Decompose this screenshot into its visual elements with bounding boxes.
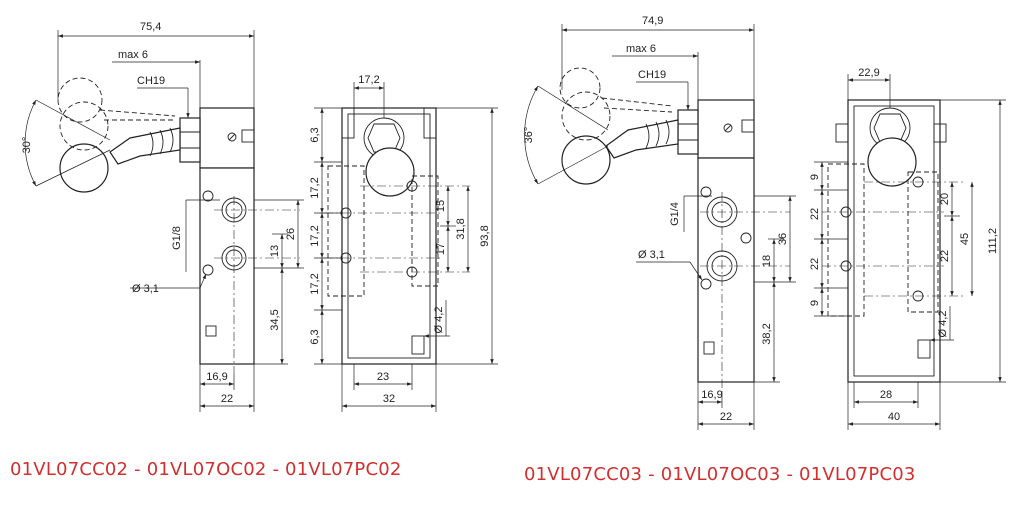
dim-front-inner-width: 23 [377,371,389,383]
dim-pitch-a-03: 22 [809,208,821,220]
dim-pitch-a: 17,2 [309,225,321,246]
caption-valve-03: 01VL07CC03 - 01VL07OC03 - 01VL07PC03 [524,464,916,485]
dim-right-17: 17 [435,243,447,255]
dim-overall-width-03: 74,9 [642,15,663,27]
valve-03-knob-travel [561,91,611,141]
dim-mount-hole: Ø 3,1 [132,283,159,295]
valve-03-nut [677,109,699,155]
dim-angle: 30° [21,137,33,154]
dim-pitch-a-upper: 17,2 [309,177,321,198]
valve-02-side-view: 75,4 max 6 CH19 30° G1/8 Ø 3,1 26 13 34,… [21,21,304,412]
dim-front-top-width: 17,2 [358,74,379,86]
dim-edge-bottom: 6,3 [309,329,321,344]
dim-mount-hole-03: Ø 3,1 [638,249,665,261]
dim-right-22: 22 [939,250,951,262]
dim-overall-height-03: 111,2 [987,228,999,254]
dim-bottom-height: 34,5 [269,309,281,330]
dim-pitch-b: 17,2 [309,273,321,294]
dim-side-width: 22 [221,393,233,405]
valve-03-body [697,157,755,383]
dim-bottom-height-03: 38,2 [761,323,773,344]
valve-02-body [199,167,255,365]
dim-lever-travel-03: max 6 [626,43,656,55]
valve-02-head [199,107,255,169]
valve-03-side-view: 74,9 max 6 CH19 36° G1/4 Ø 3,1 36 18 38,… [523,15,796,430]
dim-lever-travel: max 6 [118,49,148,61]
valve-02-nut [179,117,201,163]
dim-wrench-size: CH19 [137,75,165,87]
dim-edge-top: 6,3 [309,127,321,142]
dim-port-offset: 13 [269,245,281,257]
dim-overall-width: 75,4 [140,21,161,33]
dim-pitch-b-03: 22 [809,258,821,270]
valve-03-front-view: 22,9 9 22 22 9 20 22 45 111,2 Ø 4,2 28 4… [809,67,1006,430]
valve-03-knob [561,135,611,185]
dim-right-31-8: 31,8 [455,218,467,239]
valve-02-knob-travel [59,101,109,151]
dim-port-spacing-03: 36 [777,233,789,245]
dim-port-spacing: 26 [285,228,297,240]
valve-02-knob [59,143,109,193]
dim-hole-dia-03: Ø 4,2 [937,311,949,338]
dim-front-width-03: 40 [888,411,900,423]
dim-front-width: 32 [383,393,395,405]
dim-right-20: 20 [939,193,951,205]
dim-hole-dia: Ø 4,2 [433,307,445,334]
dim-edge-bottom-03: 9 [809,300,821,306]
valve-03-head [697,99,755,159]
dim-port-offset-03: 18 [761,255,773,267]
dim-front-top-width-03: 22,9 [858,67,879,79]
dim-port-from-edge: 16,9 [206,371,227,383]
caption-valve-02: 01VL07CC02 - 01VL07OC02 - 01VL07PC02 [10,459,402,480]
dim-edge-top-03: 9 [809,174,821,180]
dim-front-inner-width-03: 28 [880,389,892,401]
valve-02-front-body [341,107,437,365]
dim-right-45: 45 [959,233,971,245]
dim-thread: G1/8 [171,226,183,250]
dim-right-15: 15 [435,200,447,212]
dim-port-from-edge-03: 16,9 [701,389,722,401]
dim-thread-03: G1/4 [669,202,681,226]
dim-angle-03: 36° [523,127,535,144]
dim-wrench-size-03: CH19 [638,69,666,81]
dim-side-width-03: 22 [720,411,732,423]
valve-02-front-view: 17,2 6,3 17,2 17,2 17,2 6,3 15 17 31,8 9… [309,74,498,412]
dim-overall-height: 93,8 [479,225,491,246]
